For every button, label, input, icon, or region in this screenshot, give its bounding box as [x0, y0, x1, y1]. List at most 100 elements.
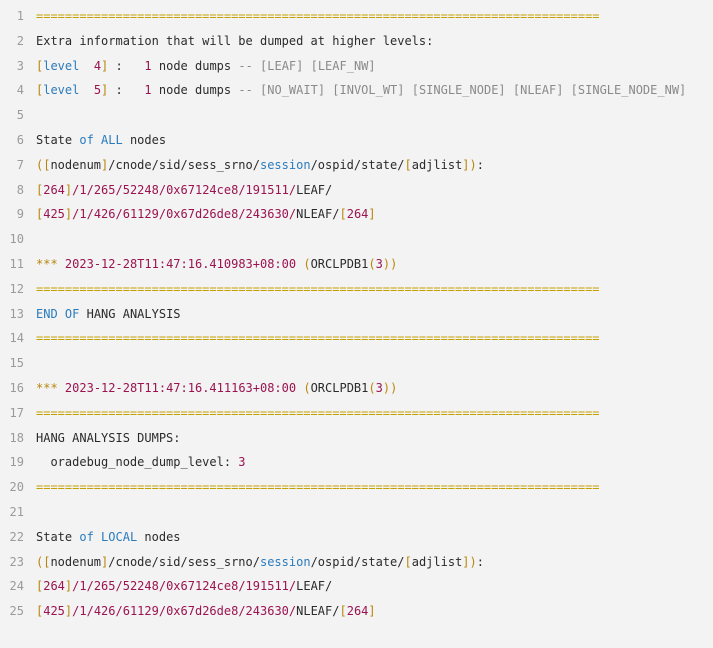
- code-token: ]: [368, 604, 376, 619]
- code-token: 264: [43, 182, 65, 197]
- code-token: [58, 381, 65, 395]
- code-token: 425: [43, 207, 65, 222]
- code-token: ========================================…: [36, 405, 600, 420]
- code-token: of: [79, 529, 94, 544]
- code-token: /1/265/52248/0x67124ce8/191511/: [72, 182, 297, 197]
- code-token: nodenum: [50, 157, 102, 172]
- code-line: 14 ======================================…: [0, 326, 713, 351]
- line-number: 18: [9, 430, 24, 445]
- code-token: ========================================…: [36, 281, 600, 296]
- line-number: 3: [16, 58, 24, 73]
- code-token: Extra information that will be dumped at…: [36, 33, 434, 48]
- code-token: [: [36, 207, 44, 222]
- code-token: State: [36, 529, 80, 544]
- code-token: of: [79, 132, 94, 147]
- code-token: [94, 530, 101, 544]
- code-token: nodenum: [50, 554, 102, 569]
- code-token: END: [36, 306, 58, 321]
- code-token: adjlist: [411, 157, 463, 172]
- code-token: nodes: [122, 132, 167, 147]
- code-line: 7([nodenum]/cnode/sid/sess_srno/session/…: [0, 153, 713, 178]
- code-token: :: [108, 83, 145, 98]
- line-number: 19: [9, 455, 24, 470]
- line-content: ========================================…: [36, 326, 713, 351]
- line-content: ========================================…: [36, 4, 713, 29]
- code-line: 18 HANG ANALYSIS DUMPS:: [0, 426, 713, 451]
- line-number: 2: [16, 33, 24, 48]
- line-content: END OF HANG ANALYSIS: [36, 302, 713, 327]
- code-token: [: [36, 579, 44, 594]
- code-token: )): [382, 256, 398, 271]
- line-number: 13: [9, 306, 24, 321]
- code-token: ***: [36, 256, 58, 271]
- code-token: ]: [101, 157, 109, 172]
- code-token: 4: [93, 58, 102, 73]
- line-number: 14: [9, 331, 24, 346]
- code-token: node dumps: [151, 83, 239, 98]
- code-token: ========================================…: [36, 331, 600, 346]
- line-number: 23: [9, 554, 24, 569]
- code-token: 264: [346, 207, 369, 222]
- line-number: 5: [16, 108, 24, 123]
- code-token: ]: [64, 207, 73, 222]
- code-token: ALL: [101, 132, 123, 147]
- code-token: ========================================…: [36, 9, 600, 23]
- code-line: 4[level 5] : 1 node dumps -- [NO_WAIT] […: [0, 78, 713, 103]
- code-token: /cnode/sid/sess_srno/: [108, 554, 260, 569]
- code-token: [: [339, 604, 347, 619]
- code-token: (: [368, 380, 376, 395]
- code-token: State: [36, 132, 80, 147]
- line-content: oradebug_node_dump_level: 3: [36, 450, 713, 475]
- code-token: 264: [43, 579, 65, 594]
- line-number: 25: [9, 604, 24, 619]
- code-line: 13 END OF HANG ANALYSIS: [0, 302, 713, 327]
- code-token: level: [43, 83, 80, 98]
- code-token: 3: [238, 455, 246, 470]
- code-token: ]: [64, 604, 73, 619]
- code-line: 16*** 2023-12-28T11:47:16.411163+08:00 (…: [0, 376, 713, 401]
- code-token: (: [303, 256, 311, 271]
- line-content: *** 2023-12-28T11:47:16.411163+08:00 (OR…: [36, 376, 713, 401]
- code-token: [: [36, 604, 44, 619]
- code-token: -- [LEAF] [LEAF_NW]: [238, 58, 376, 73]
- code-token: [: [404, 554, 412, 569]
- line-number: 20: [9, 480, 24, 495]
- code-line: 19 oradebug_node_dump_level: 3: [0, 450, 713, 475]
- code-token: /1/426/61129/0x67d26de8/243630/: [72, 604, 297, 619]
- code-token: ([: [36, 157, 51, 172]
- code-token: /1/265/52248/0x67124ce8/191511/: [72, 579, 297, 594]
- code-token: ORCLPDB1: [310, 256, 369, 271]
- code-token: LOCAL: [101, 529, 138, 544]
- line-number: 8: [16, 182, 24, 197]
- line-content: [level 4] : 1 node dumps -- [LEAF] [LEAF…: [36, 54, 713, 79]
- code-token: nodes: [137, 529, 181, 544]
- line-number: 21: [9, 504, 24, 519]
- code-line: 24[264]/1/265/52248/0x67124ce8/191511/LE…: [0, 574, 713, 599]
- code-line: 9[425]/1/426/61129/0x67d26de8/243630/NLE…: [0, 202, 713, 227]
- code-token: oradebug_node_dump_level:: [36, 455, 239, 470]
- code-token: [79, 59, 93, 73]
- code-token: session: [259, 554, 311, 569]
- code-line: 5: [0, 103, 713, 128]
- code-token: ]): [462, 157, 477, 172]
- code-token: :: [108, 58, 145, 73]
- code-token: :: [476, 157, 484, 172]
- code-token: node dumps: [151, 58, 239, 73]
- line-content: ([nodenum]/cnode/sid/sess_srno/session/o…: [36, 153, 713, 178]
- code-token: :: [476, 554, 484, 569]
- code-token: ([: [36, 554, 51, 569]
- line-number: 15: [9, 356, 24, 371]
- line-number: 6: [16, 132, 24, 147]
- code-token: /ospid/state/: [310, 157, 405, 172]
- line-content: HANG ANALYSIS DUMPS:: [36, 426, 713, 451]
- line-number: 17: [9, 405, 24, 420]
- code-token: 5: [93, 83, 102, 98]
- code-token: 425: [43, 604, 65, 619]
- code-token: adjlist: [411, 554, 463, 569]
- line-content: ([nodenum]/cnode/sid/sess_srno/session/o…: [36, 550, 713, 575]
- line-content: ========================================…: [36, 277, 713, 302]
- code-line: 12======================================…: [0, 277, 713, 302]
- code-token: [: [404, 157, 412, 172]
- line-number: 24: [9, 579, 24, 594]
